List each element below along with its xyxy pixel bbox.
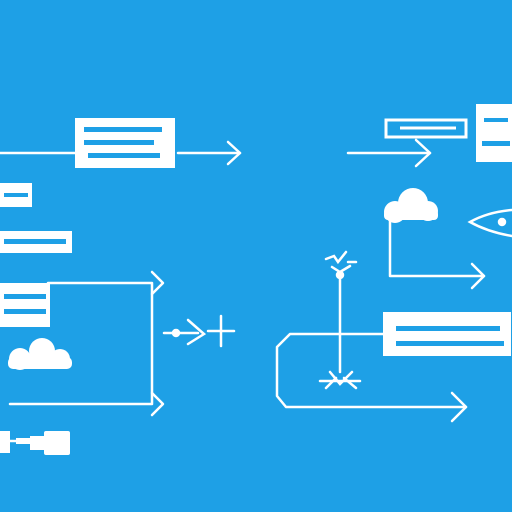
elbow-arrow [388, 218, 486, 290]
node-icon [467, 208, 512, 238]
arrow-right [176, 140, 242, 166]
label-box [0, 283, 50, 327]
elbow-arrow [275, 332, 468, 423]
elbow-arrow [8, 270, 165, 417]
connector-bracket [384, 118, 468, 139]
label-box [383, 312, 511, 356]
label-box [476, 104, 512, 162]
label-box [0, 431, 10, 453]
cloud-icon [384, 188, 438, 223]
plug-icon [16, 431, 70, 455]
node-icon [324, 250, 358, 280]
node-icon [318, 370, 362, 390]
cloud-icon [8, 338, 72, 370]
node-icon [162, 314, 236, 348]
arrow-right [346, 138, 432, 168]
